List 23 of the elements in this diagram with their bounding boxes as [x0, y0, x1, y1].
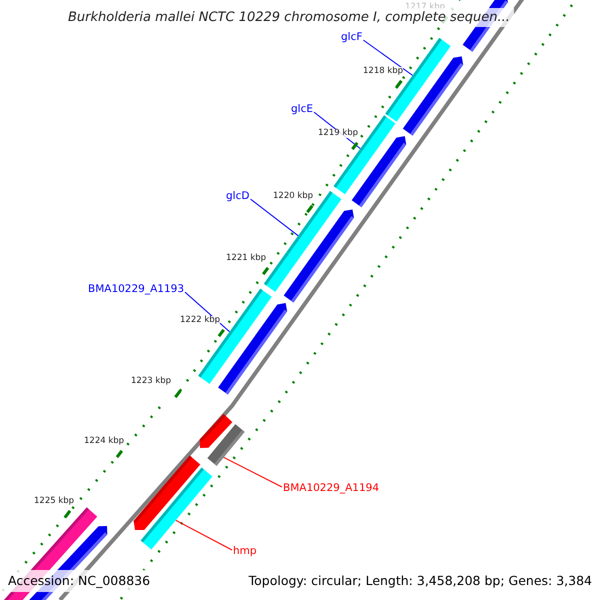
gene-label: glcF — [341, 32, 362, 44]
gene-label: BMA10229_A1193 — [88, 284, 184, 296]
gene-label: BMA10229_A1194 — [283, 483, 380, 495]
gene-bar — [140, 468, 212, 550]
gene-label: hmp — [233, 546, 257, 558]
genome-summary: Topology: circular; Length: 3,458,208 bp; Genes: 3,384 — [248, 574, 592, 588]
tick-label: 1225 kbp — [34, 497, 74, 506]
gene-label: glcE — [291, 104, 313, 116]
leader-line — [250, 198, 299, 236]
accession-text: Accession: NC_008836 — [8, 574, 150, 588]
gene-bar — [207, 424, 245, 466]
leader-line — [175, 520, 232, 550]
gene-label: glcD — [226, 191, 250, 203]
tick-label: 1219 kbp — [318, 129, 358, 138]
tick-label: 1220 kbp — [273, 192, 314, 202]
leader-line — [362, 40, 414, 76]
tick-label: 1222 kbp — [180, 316, 220, 326]
leader-line — [223, 456, 282, 488]
gene-bar — [385, 38, 451, 122]
tick-label: 1221 kbp — [226, 254, 266, 264]
tick-label: 1218 kbp — [363, 67, 404, 76]
tick-label: 1223 kbp — [131, 377, 172, 386]
tick-label: 1224 kbp — [84, 437, 124, 446]
